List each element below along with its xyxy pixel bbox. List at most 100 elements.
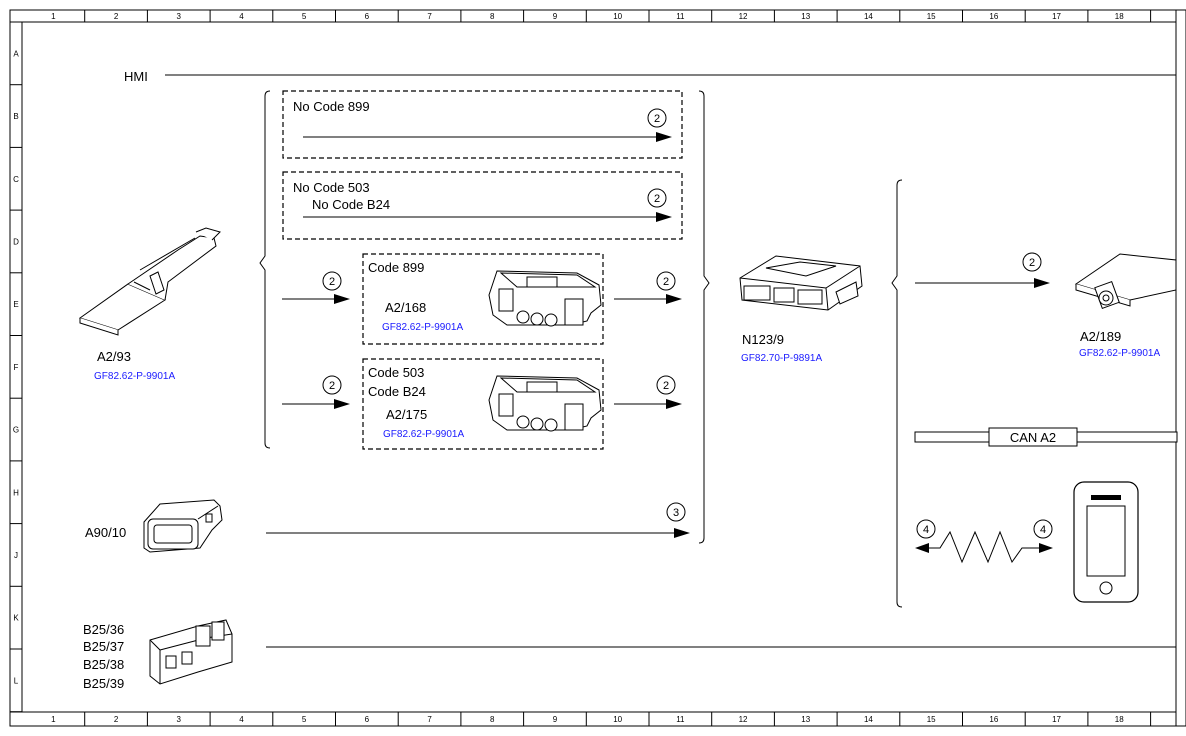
- grid-column-label: 4: [239, 715, 244, 724]
- marker-2: [322, 375, 342, 395]
- marker-2: [1022, 252, 1042, 272]
- marker-4: [916, 519, 936, 539]
- antenna-a2-93-drawing: [78, 227, 221, 336]
- middle-brace: [698, 90, 710, 544]
- hmi-label: HMI: [124, 69, 148, 84]
- b25-37-label: B25/37: [83, 639, 124, 654]
- grid-column-label: 11: [676, 12, 685, 21]
- grid-column-label: 8: [490, 715, 495, 724]
- grid-column-label: 1: [51, 715, 56, 724]
- wireless-link: [925, 530, 1045, 564]
- grid-column-label: 5: [302, 715, 307, 724]
- group-code-503-b24: [362, 358, 604, 450]
- group-code-899: [362, 253, 604, 345]
- code-b24-label: Code B24: [368, 384, 426, 399]
- grid-column-label: 4: [239, 12, 244, 21]
- grid-row-label: J: [14, 551, 18, 560]
- marker-2: [656, 375, 676, 395]
- svg-text:3: 3: [673, 507, 679, 519]
- n123-9-label: N123/9: [742, 332, 784, 347]
- grid-column-label: 8: [490, 12, 495, 21]
- a2-189-label: A2/189: [1080, 329, 1121, 344]
- grid-column-label: 7: [427, 12, 432, 21]
- grid-column-label: 3: [177, 12, 182, 21]
- no-code-b24-label: No Code B24: [312, 197, 390, 212]
- sheet-frame: [9, 9, 1186, 727]
- mobile-phone-drawing: [1073, 481, 1139, 603]
- svg-text:4: 4: [1040, 524, 1046, 536]
- grid-row-label: D: [13, 237, 19, 246]
- code-503-label: Code 503: [368, 365, 424, 380]
- a90-10-label: A90/10: [85, 525, 126, 540]
- svg-text:2: 2: [329, 380, 335, 392]
- svg-text:2: 2: [654, 193, 660, 205]
- grid-row-label: C: [13, 175, 19, 184]
- grid-column-label: 15: [927, 12, 936, 21]
- grid-row-label: F: [14, 363, 19, 372]
- grid-column-label: 10: [613, 12, 622, 21]
- arrow-head: [656, 132, 672, 142]
- module-a2-189-drawing: [1074, 253, 1177, 310]
- grid-row-label: B: [13, 112, 18, 121]
- grid-column-label: 13: [801, 12, 810, 21]
- grid-row-label: E: [13, 300, 18, 309]
- sensor-b25-drawing: [149, 619, 233, 685]
- grid-column-label: 17: [1052, 12, 1061, 21]
- grid-column-label: 5: [302, 12, 307, 21]
- can-a2-label: CAN A2: [1010, 430, 1056, 445]
- grid-row-label: L: [14, 676, 19, 685]
- grid-column-label: 10: [613, 715, 622, 724]
- a2-168-reference: GF82.62-P-9901A: [382, 322, 463, 333]
- can-a2-label-box: [988, 427, 1078, 447]
- grid-column-label: 12: [739, 12, 748, 21]
- n123-9-reference: GF82.70-P-9891A: [741, 353, 822, 364]
- grid-row-label: K: [13, 614, 19, 623]
- grid-column-label: 14: [864, 12, 873, 21]
- grid-column-label: 9: [553, 12, 558, 21]
- grid-column-label: 15: [927, 715, 936, 724]
- grid-column-label: 16: [989, 12, 998, 21]
- a2-93-label: A2/93: [97, 349, 131, 364]
- a2-175-label: A2/175: [386, 407, 427, 422]
- grid-row-label: H: [13, 488, 19, 497]
- grid-column-label: 11: [676, 715, 685, 724]
- grid-column-label: 3: [177, 715, 182, 724]
- svg-text:2: 2: [1029, 257, 1035, 269]
- grid-column-label: 18: [1115, 715, 1124, 724]
- b25-38-label: B25/38: [83, 657, 124, 672]
- arrow-head: [656, 212, 672, 222]
- grid-column-label: 9: [553, 715, 558, 724]
- grid-ruler: 1122334455667788991010111112121313141415…: [10, 10, 1152, 726]
- grid-row-label: G: [13, 426, 19, 435]
- grid-column-label: 18: [1115, 12, 1124, 21]
- right-brace: [891, 179, 903, 608]
- module-n123-9-drawing: [739, 255, 863, 311]
- svg-text:2: 2: [654, 113, 660, 125]
- b25-36-label: B25/36: [83, 622, 124, 637]
- svg-text:2: 2: [329, 276, 335, 288]
- code-899-label: Code 899: [368, 260, 424, 275]
- grid-row-label: A: [13, 49, 19, 58]
- grid-column-label: 12: [739, 715, 748, 724]
- marker-4: [1033, 519, 1053, 539]
- b25-39-label: B25/39: [83, 676, 124, 691]
- marker-2: [656, 271, 676, 291]
- tuner-module-a2-168-drawing: [488, 270, 602, 327]
- grid-column-label: 6: [365, 715, 370, 724]
- a2-189-reference: GF82.62-P-9901A: [1079, 348, 1160, 359]
- grid-column-label: 13: [801, 715, 810, 724]
- a2-175-reference: GF82.62-P-9901A: [383, 429, 464, 440]
- grid-column-label: 7: [427, 715, 432, 724]
- svg-text:2: 2: [663, 276, 669, 288]
- grid-column-label: 1: [51, 12, 56, 21]
- grid-column-label: 6: [365, 12, 370, 21]
- grid-column-label: 14: [864, 715, 873, 724]
- marker-3: [666, 502, 686, 522]
- grid-column-label: 16: [989, 715, 998, 724]
- a2-168-label: A2/168: [385, 300, 426, 315]
- svg-text:4: 4: [923, 524, 929, 536]
- tuner-module-a2-175-drawing: [488, 375, 602, 432]
- a2-93-reference: GF82.62-P-9901A: [94, 371, 175, 382]
- grid-column-label: 2: [114, 715, 119, 724]
